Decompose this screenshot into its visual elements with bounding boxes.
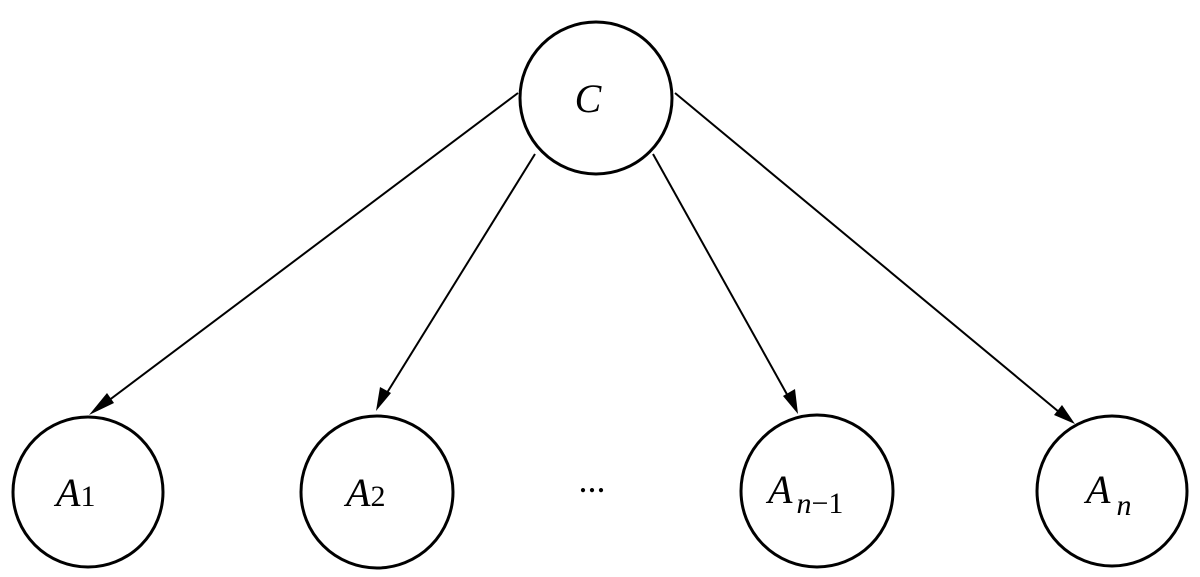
node-leaf-n-minus-1-sub-italic: n	[796, 487, 811, 520]
node-leaf-1-label: A1	[53, 470, 95, 515]
edges	[89, 92, 1075, 424]
node-leaf-1-circle	[11, 415, 165, 569]
node-root: C	[518, 20, 674, 176]
node-leaf-2-circle	[299, 414, 455, 570]
edge-root-to-leaf-n-minus-1	[652, 153, 790, 399]
arrowhead-leaf-2	[376, 387, 391, 411]
node-leaf-2: A2	[299, 414, 455, 570]
node-leaf-2-label: A2	[343, 470, 385, 515]
node-leaf-2-sub-upright: 2	[370, 480, 385, 513]
arrowhead-leaf-n-minus-1	[783, 389, 798, 414]
node-leaf-n-minus-1-sub-upright: −1	[811, 487, 843, 520]
node-leaf-1: A1	[11, 415, 165, 569]
node-leaf-1-letter: A	[53, 470, 81, 515]
edge-root-to-leaf-2	[384, 153, 536, 397]
edge-root-to-leaf-1	[103, 92, 519, 405]
node-leaf-1-sub-upright: 1	[80, 480, 95, 513]
node-leaf-2-letter: A	[343, 470, 371, 515]
arrowhead-leaf-n	[1054, 405, 1075, 424]
arrowhead-leaf-1	[89, 393, 114, 415]
node-leaf-n-circle	[1035, 414, 1189, 568]
node-leaf-n-minus-1-circle	[739, 413, 895, 569]
node-leaf-n-minus-1-letter: A	[765, 467, 793, 512]
edge-root-to-leaf-n	[674, 92, 1060, 413]
node-leaf-n-letter: A	[1083, 467, 1111, 512]
node-leaf-n-sub-italic: n	[1116, 489, 1131, 522]
node-root-label: C	[575, 76, 603, 121]
node-root-circle	[518, 20, 674, 176]
ellipsis: ...	[579, 460, 606, 500]
